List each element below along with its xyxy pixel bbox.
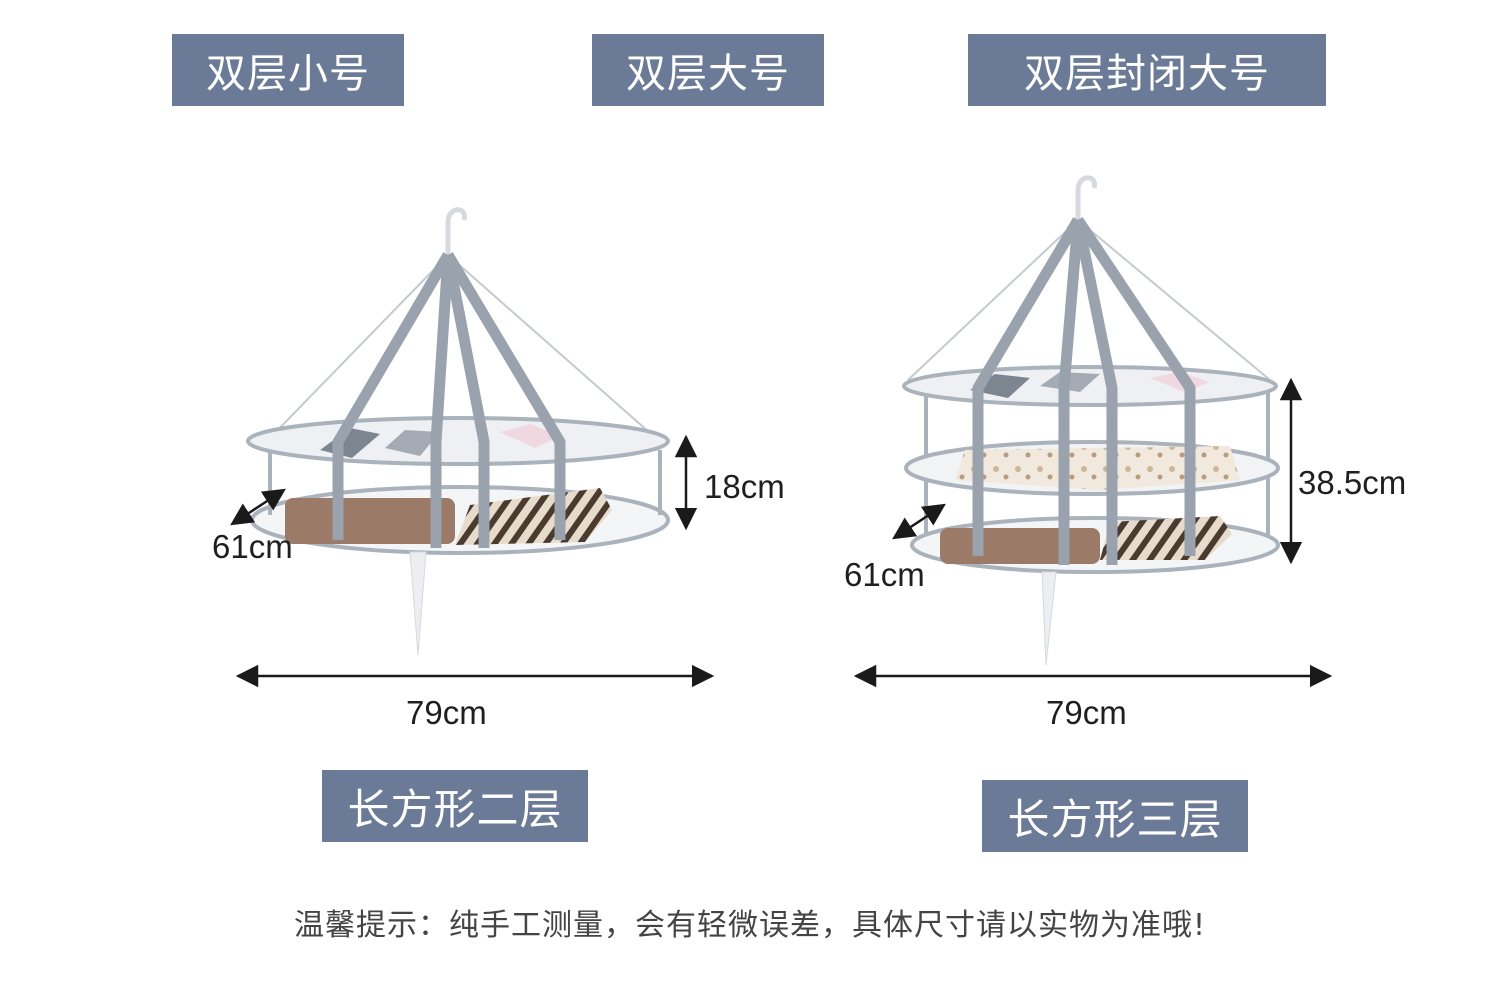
hook-icon — [1075, 175, 1097, 220]
right-width-label: 79cm — [1046, 694, 1127, 731]
right-height-label: 38.5cm — [1298, 464, 1407, 501]
label-rect-three-layer: 长方形三层 — [982, 780, 1248, 852]
label-rect-two-layer: 长方形二层 — [322, 770, 588, 842]
three-layer-rack — [853, 175, 1333, 688]
label-large-double-closed: 双层封闭大号 — [968, 34, 1326, 106]
left-depth-label: 61cm — [212, 528, 293, 565]
label-large-double: 双层大号 — [592, 34, 824, 106]
hook-icon — [445, 207, 467, 255]
two-layer-rack — [230, 207, 715, 688]
left-width-label: 79cm — [406, 694, 487, 731]
measurement-note: 温馨提示：纯手工测量，会有轻微误差，具体尺寸请以实物为准哦! — [293, 908, 1207, 943]
left-height-label: 18cm — [704, 468, 785, 505]
right-depth-label: 61cm — [844, 556, 925, 593]
label-small-double: 双层小号 — [172, 34, 404, 106]
